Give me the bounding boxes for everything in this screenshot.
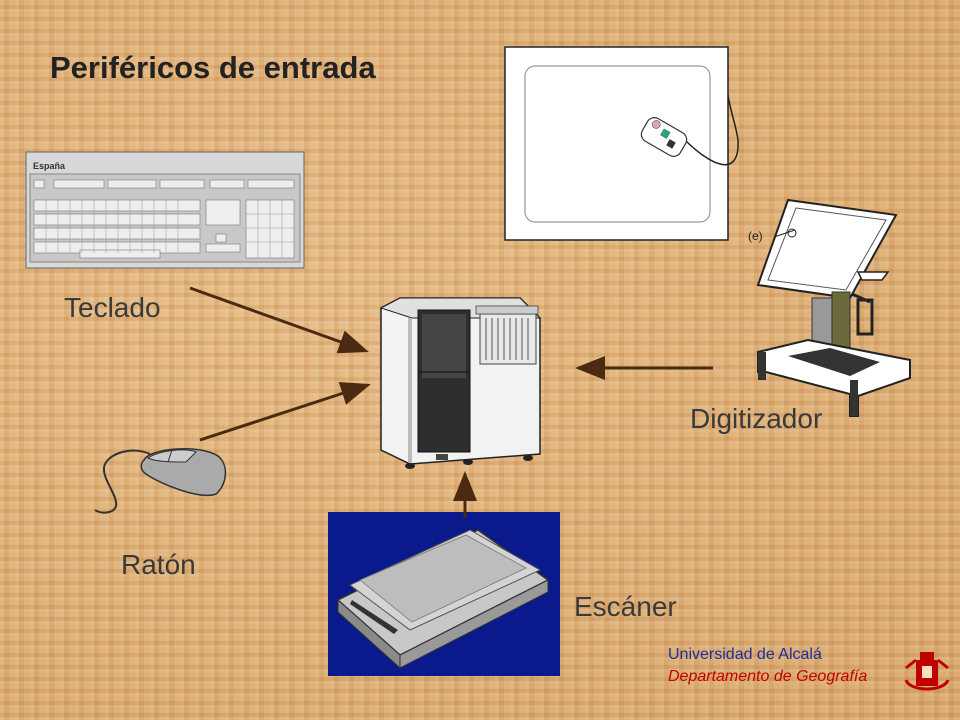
digitizer-label: Digitizador: [690, 403, 823, 434]
university-crest-icon: [904, 652, 950, 691]
keyboard-to-computer-arrow: [189, 286, 369, 354]
keyboard-label: Teclado: [64, 292, 161, 323]
scanner-label: Escáner: [574, 591, 677, 622]
computer-image: [379, 297, 542, 469]
keyboard-brand-text: España: [33, 161, 66, 171]
tablet-marker-text: (e): [748, 229, 763, 243]
mouse-to-computer-arrow: [199, 381, 371, 442]
scanner-image: [328, 512, 560, 676]
department-name: Departamento de Geografía: [668, 668, 868, 685]
slide-title: Periféricos de entrada: [50, 50, 376, 85]
graphics-tablet-image: [504, 46, 739, 241]
mouse-label: Ratón: [121, 549, 196, 580]
keyboard-image: España: [25, 151, 305, 269]
university-name: Universidad de Alcalá: [668, 646, 822, 663]
mouse-image: [94, 448, 227, 514]
digitizer-image: (e): [748, 198, 911, 417]
